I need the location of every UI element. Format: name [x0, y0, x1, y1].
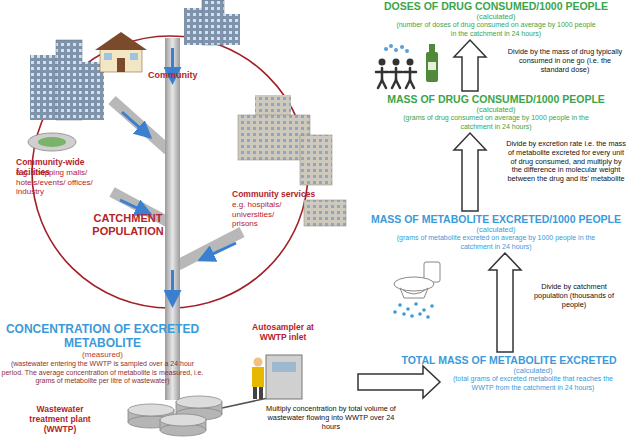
toilet-icon — [393, 262, 440, 319]
stage-description: (number of doses of drug consumed on ave… — [396, 21, 596, 38]
outline-arrow — [358, 366, 440, 398]
stage-description: (grams of metabolite excreted on average… — [396, 234, 596, 251]
city-buildings — [30, 0, 240, 120]
stage-title: TOTAL MASS OF METABOLITE EXCRETED — [392, 354, 626, 366]
area-examples: e.g. hospitals/ universities/ prisons — [232, 200, 298, 229]
stage-status: (calculated) — [365, 12, 627, 21]
stage-block: TOTAL MASS OF METABOLITE EXCRETED(calcul… — [440, 354, 626, 392]
area-label: Community services — [232, 189, 322, 199]
equipment-label: Autosampler at WWTP inlet — [246, 322, 320, 342]
area-examples: e.g. shopping malls/ hotels/events/ offi… — [16, 168, 94, 197]
step-instruction: Multiply concentration by total volume o… — [262, 405, 400, 431]
step-instruction: Divide by the mass of drug typically con… — [506, 48, 624, 74]
catchment-label: CATCHMENT POPULATION — [90, 212, 166, 238]
stage-status: (calculated) — [365, 105, 627, 114]
stage-status: (calculated) — [440, 366, 626, 375]
step-instruction: Divide by excretion rate i.e. the mass o… — [506, 140, 626, 184]
stage-title: MASS OF DRUG CONSUMED/1000 PEOPLE — [365, 93, 627, 105]
bottle — [426, 44, 438, 82]
step-instruction: Divide by catchment population (thousand… — [528, 283, 620, 309]
stage-title: MASS OF METABOLITE EXCRETED/1000 PEOPLE — [365, 213, 627, 225]
stage-description: (total grams of excreted metabolite that… — [448, 375, 618, 392]
stage-block: DOSES OF DRUG CONSUMED/1000 PEOPLE(calcu… — [365, 0, 627, 38]
stage-status: (measured) — [0, 350, 205, 360]
people-icons — [376, 59, 416, 89]
equipment-label: Wastewater treatment plant (WWTP) — [20, 404, 100, 434]
stage-title: DOSES OF DRUG CONSUMED/1000 PEOPLE — [365, 0, 627, 12]
outline-arrow — [454, 40, 486, 91]
stadium — [28, 133, 76, 151]
flow-arrows — [120, 48, 236, 305]
treatment-tanks — [128, 396, 222, 436]
stage-block: MASS OF METABOLITE EXCRETED/1000 PEOPLE(… — [365, 213, 627, 251]
stage-description: (wastewater entering the WWTP is sampled… — [0, 360, 205, 386]
stage-description: (grams of drug consumed on average by 10… — [396, 114, 596, 131]
autosampler-icon — [222, 355, 302, 408]
pills — [384, 44, 409, 53]
area-label: Community — [148, 70, 198, 80]
stage-title: CONCENTRATION OF EXCRETED METABOLITE — [0, 322, 205, 350]
stage-status: (calculated) — [365, 225, 627, 234]
stage-block: MASS OF DRUG CONSUMED/1000 PEOPLE(calcul… — [365, 93, 627, 131]
outline-arrow — [489, 253, 521, 352]
outline-arrow — [454, 133, 486, 211]
house — [95, 32, 147, 72]
